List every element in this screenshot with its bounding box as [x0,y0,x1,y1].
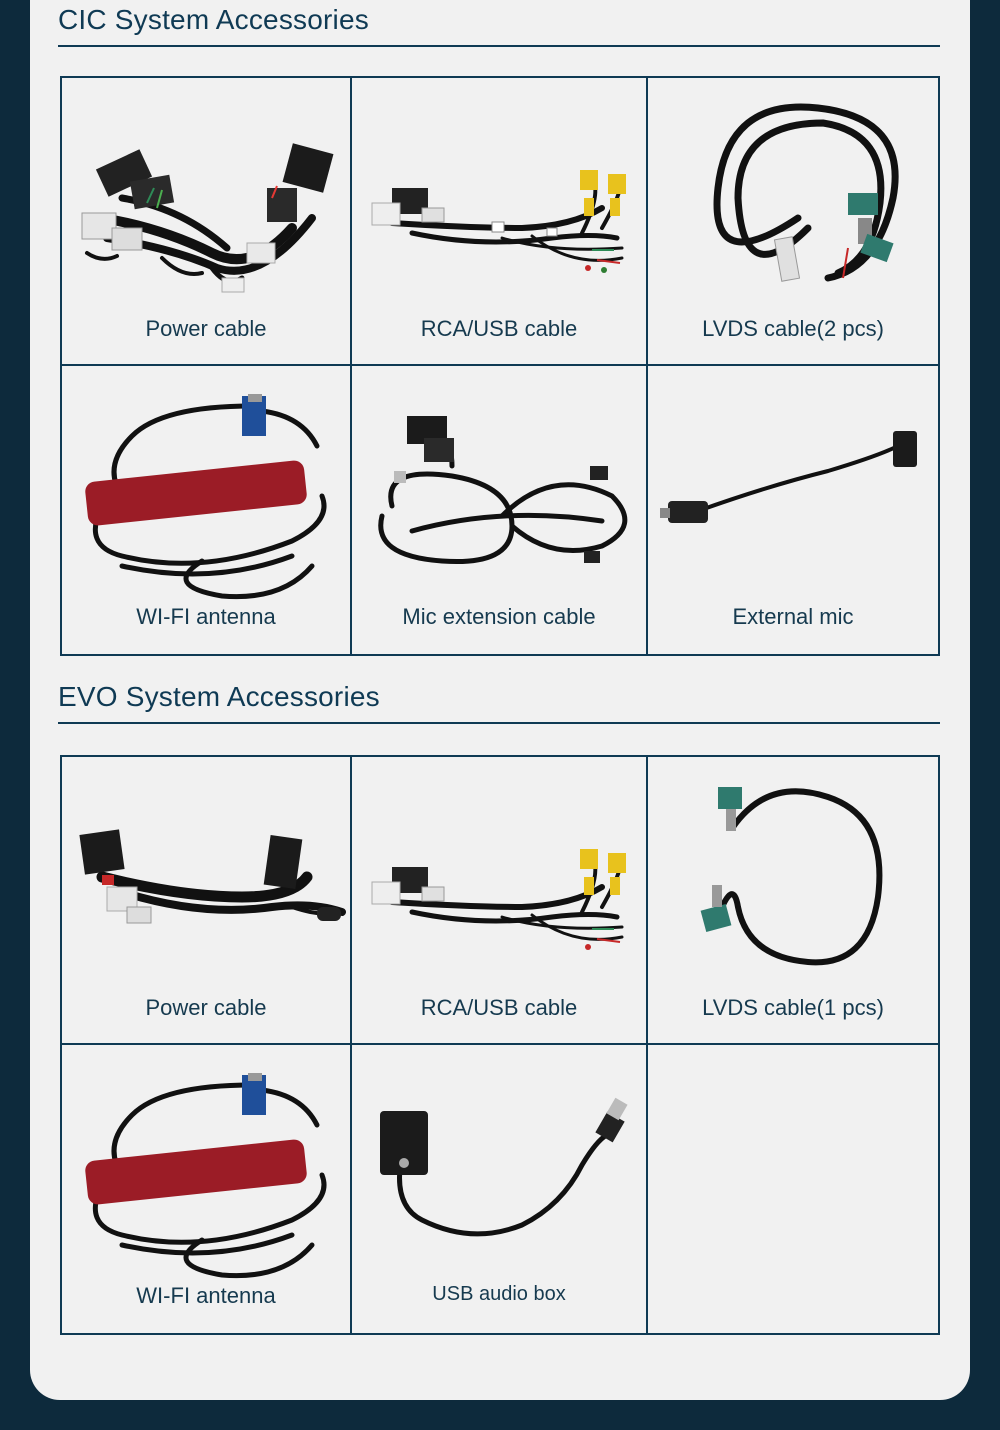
accessory-label: USB audio box [432,1283,566,1305]
accessory-card-lvds-cable: LVDS cable(2 pcs) [648,78,938,366]
accessory-card-wifi-antenna: WI-FI antenna [62,1045,352,1333]
accessory-label: WI-FI antenna [136,1283,276,1308]
section-divider-evo [58,722,940,724]
accessory-label: RCA/USB cable [420,316,578,341]
wifi-antenna-image [85,394,327,600]
lvds-cable-image [713,103,899,282]
accessory-card-usb-audio-box: USB audio box [352,1045,648,1333]
usb-audio-box-image [380,1097,628,1237]
accessory-card-wifi-antenna: WI-FI antenna [62,366,352,654]
accessory-grid-cic: Power cable RCA/USB [60,76,940,656]
accessory-card-power-cable: Power cable [62,78,352,366]
accessory-grid-evo: Power cable RCA/USB cable [60,755,940,1335]
accessory-label: Mic extension cable [402,604,596,629]
accessory-label: LVDS cable(2 pcs) [702,316,884,341]
section-title-evo: EVO System Accessories [58,681,380,712]
rca-usb-cable-image [371,170,626,273]
accessory-card-power-cable: Power cable [62,757,352,1045]
accessory-label: WI-FI antenna [136,604,276,629]
accessory-card-external-mic: External mic [648,366,938,654]
accessory-label: Power cable [145,316,267,341]
rca-usb-cable-image [371,849,626,950]
external-mic-image [660,431,917,523]
mic-extension-cable-image [378,416,628,565]
section-title-cic: CIC System Accessories [58,4,369,35]
wifi-antenna-image [85,1073,327,1279]
power-cable-image [79,829,346,924]
power-cable-image [81,143,334,293]
accessory-label: Power cable [145,995,267,1020]
accessory-card-mic-extension-cable: Mic extension cable [352,366,648,654]
accessory-card-rca-usb-cable: RCA/USB cable [352,78,648,366]
accessory-label: RCA/USB cable [420,995,578,1020]
section-divider-cic [58,45,940,47]
accessory-card-rca-usb-cable: RCA/USB cable [352,757,648,1045]
lvds-cable-image [700,787,883,966]
accessory-label: External mic [732,604,854,629]
accessory-card-empty [648,1045,938,1333]
accessory-label: LVDS cable(1 pcs) [702,995,884,1020]
accessory-card-lvds-cable: LVDS cable(1 pcs) [648,757,938,1045]
